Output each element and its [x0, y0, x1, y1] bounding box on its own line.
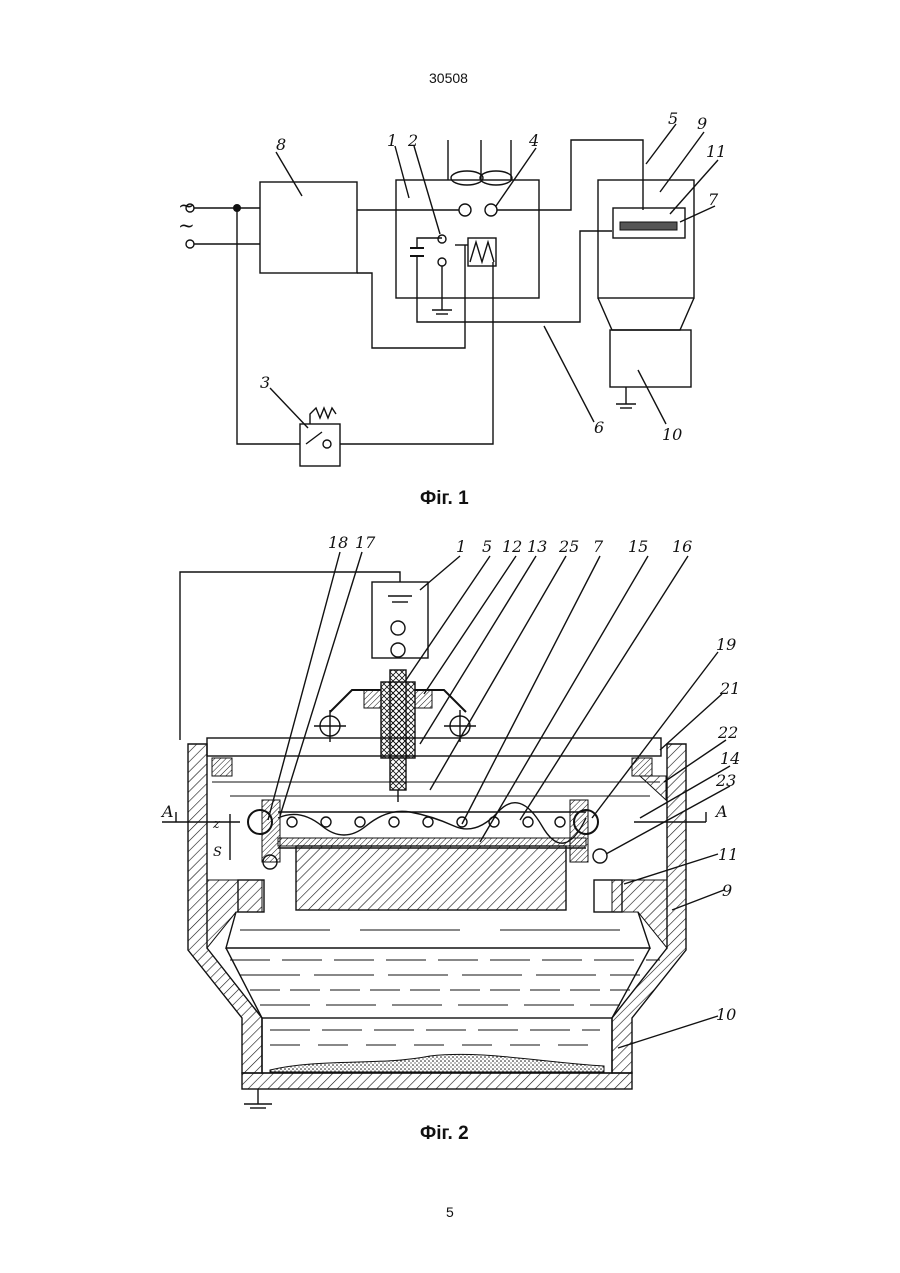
callout-19: 19 — [716, 635, 736, 654]
callout-22: 22 — [717, 723, 738, 742]
top-rail — [207, 738, 661, 756]
generator-box — [372, 582, 428, 658]
callout-13: 13 — [527, 537, 547, 556]
callout-5: 5 — [482, 537, 492, 556]
callout-17: 17 — [355, 533, 376, 552]
dimension-z: z — [212, 817, 220, 832]
figure-2-caption: Фіг. 2 — [420, 1123, 469, 1145]
callout-15: 15 — [628, 537, 648, 556]
callout-23: 23 — [715, 771, 736, 790]
callout-1: 1 — [456, 537, 466, 556]
callout-14: 14 — [720, 749, 740, 768]
callout-9: 9 — [722, 881, 732, 900]
callout-7: 7 — [593, 537, 604, 556]
ball-row — [287, 817, 565, 827]
callout-21: 21 — [719, 679, 740, 698]
callout-18: 18 — [328, 533, 348, 552]
section-mark-right: A — [714, 802, 728, 821]
callout-11: 11 — [718, 845, 738, 864]
tank-bottom — [242, 1073, 632, 1089]
callout-10: 10 — [716, 1005, 736, 1024]
callout-16: 16 — [672, 537, 692, 556]
callout-25: 25 — [558, 537, 579, 556]
base-plate — [296, 846, 566, 910]
section-mark-left: A — [160, 802, 174, 821]
callout-12: 12 — [502, 537, 522, 556]
dimension-s: S — [213, 845, 222, 860]
page-number: 5 — [446, 1204, 454, 1220]
